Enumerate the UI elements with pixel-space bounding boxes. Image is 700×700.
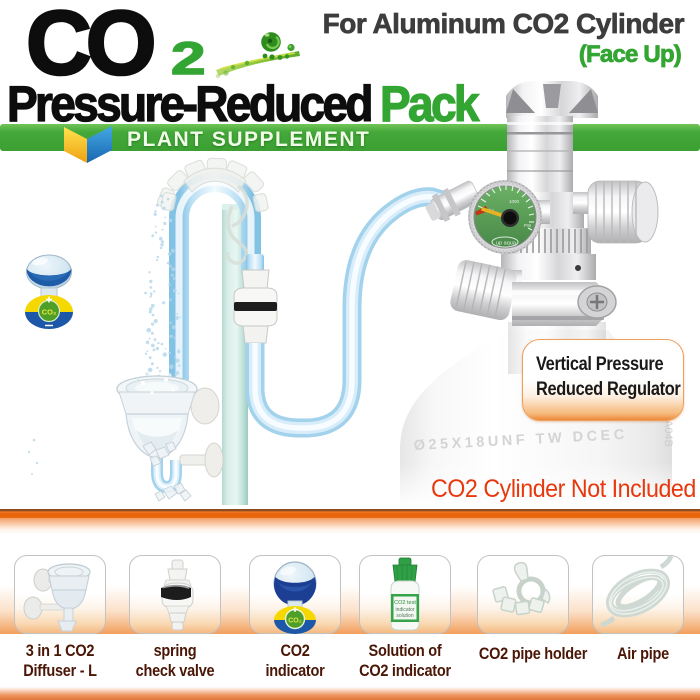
svg-text:up aqua: up aqua: [496, 241, 517, 247]
svg-text:A04B: A04B: [662, 420, 674, 447]
svg-text:CO₂: CO₂: [42, 308, 57, 317]
svg-text:1000: 1000: [509, 199, 520, 204]
svg-text:solution: solution: [396, 613, 413, 619]
svg-text:PSI: PSI: [524, 223, 531, 228]
svg-text:CO2 test: CO2 test: [394, 600, 416, 606]
svg-text:CO₂: CO₂: [288, 618, 302, 625]
svg-text:indicator: indicator: [396, 607, 415, 613]
